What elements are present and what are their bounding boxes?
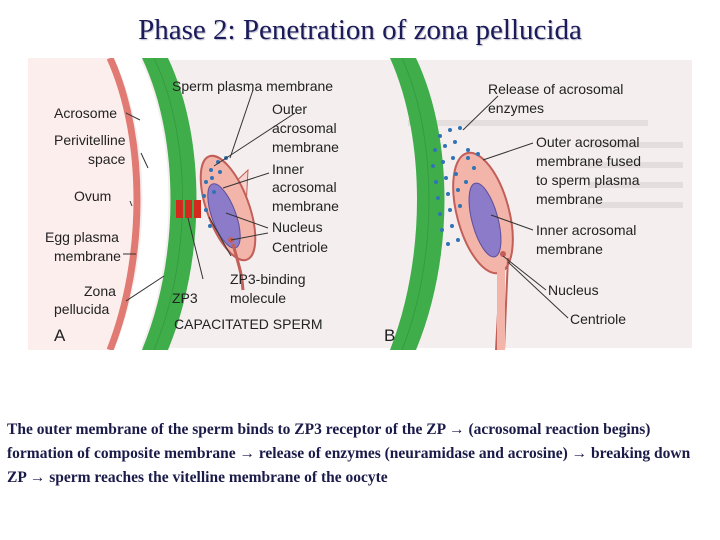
- label-nucleus-b: Nucleus: [548, 282, 599, 298]
- label-egg-plasma-2: membrane: [54, 248, 121, 264]
- label-acrosome: Acrosome: [54, 105, 117, 121]
- label-zp3-binding-2: molecule: [230, 290, 286, 306]
- label-egg-plasma-1: Egg plasma: [45, 229, 119, 245]
- sperm-penetration-figure: Acrosome Perivitelline space Ovum Egg pl…: [28, 58, 692, 350]
- label-capacitated-sperm: CAPACITATED SPERM: [174, 316, 323, 332]
- label-inner-1: Inner: [272, 161, 304, 177]
- label-zona-1: Zona: [84, 283, 116, 299]
- label-zp3-binding-1: ZP3-binding: [230, 271, 306, 287]
- label-fused-2: membrane fused: [536, 153, 641, 169]
- page-title: Phase 2: Penetration of zona pellucida: [0, 14, 720, 47]
- figure-caption: The outer membrane of the sperm binds to…: [7, 418, 713, 490]
- label-outer-3: membrane: [272, 139, 339, 155]
- label-inner-b-1: Inner acrosomal: [536, 222, 636, 238]
- label-perivitelline-1: Perivitelline: [54, 132, 126, 148]
- label-perivitelline-2: space: [88, 151, 126, 167]
- label-inner-b-2: membrane: [536, 241, 603, 257]
- label-zona-2: pellucida: [54, 301, 109, 317]
- panel-b-letter: B: [384, 326, 395, 345]
- label-ovum: Ovum: [74, 188, 111, 204]
- label-sperm-plasma-membrane: Sperm plasma membrane: [172, 78, 333, 94]
- label-inner-2: acrosomal: [272, 179, 337, 195]
- label-centriole-a: Centriole: [272, 239, 328, 255]
- label-zp3: ZP3: [172, 290, 198, 306]
- label-fused-3: to sperm plasma: [536, 172, 640, 188]
- label-nucleus-a: Nucleus: [272, 219, 323, 235]
- label-fused-4: membrane: [536, 191, 603, 207]
- label-release-2: enzymes: [488, 100, 544, 116]
- label-release-1: Release of acrosomal: [488, 81, 623, 97]
- label-outer-2: acrosomal: [272, 120, 337, 136]
- zp3-receptors: [176, 200, 201, 218]
- label-inner-3: membrane: [272, 198, 339, 214]
- panel-a-letter: A: [54, 326, 66, 345]
- label-fused-1: Outer acrosomal: [536, 134, 639, 150]
- label-outer-1: Outer: [272, 101, 307, 117]
- label-centriole-b: Centriole: [570, 311, 626, 327]
